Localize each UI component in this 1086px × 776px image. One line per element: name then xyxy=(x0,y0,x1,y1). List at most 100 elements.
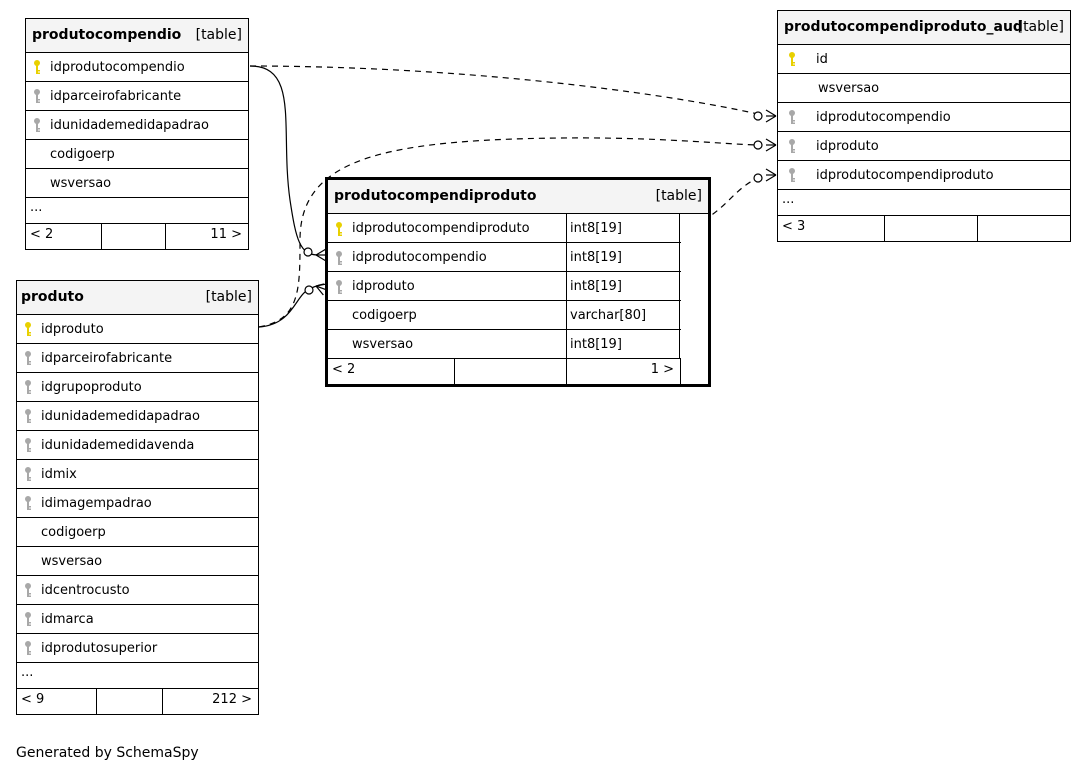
table-produtocompendio[interactable]: produtocompendio [table] idprodutocompen… xyxy=(25,18,249,250)
table-header[interactable]: produtocompendiproduto [table] xyxy=(328,180,708,214)
column-type: int8[19] xyxy=(566,243,680,272)
column-row-wsversao[interactable]: wsversao xyxy=(17,547,258,576)
children-count[interactable]: 11 > xyxy=(210,227,242,242)
parents-count[interactable]: < 9 xyxy=(21,692,45,707)
column-name: idunidademedidavenda xyxy=(41,437,195,453)
column-name: idprodutocompendio xyxy=(352,250,487,265)
link-aud-compendiproduto-crowfoot xyxy=(765,168,777,182)
primary-key-icon xyxy=(778,51,806,67)
primary-key-icon xyxy=(328,221,350,237)
column-row-idproduto[interactable]: idproduto xyxy=(778,132,1070,161)
column-row-idprodutocompendiproduto[interactable]: idprodutocompendiproduto xyxy=(778,161,1070,190)
table-header[interactable]: produtocompendiproduto_aud [table] xyxy=(778,11,1070,45)
column-list: id wsversao idprodutocompendio idproduto idp… xyxy=(778,45,1070,190)
link-aud-compendio-crowfoot xyxy=(765,109,777,123)
foreign-key-icon xyxy=(778,167,806,183)
column-name: idproduto xyxy=(352,279,415,294)
link-produto-optional-marker xyxy=(304,285,314,295)
table-name: produto xyxy=(21,289,84,305)
column-row-wsversao[interactable]: wsversao xyxy=(26,169,248,198)
table-header[interactable]: produto [table] xyxy=(17,281,258,315)
column-name: idprodutocompendio xyxy=(50,59,185,75)
link-aud-compendio-marker xyxy=(753,111,763,121)
column-row-idmarca[interactable]: idmarca xyxy=(17,605,258,634)
table-name: produtocompendio xyxy=(32,27,182,43)
column-row-wsversao[interactable]: wsversao xyxy=(778,74,1070,103)
table-header[interactable]: produtocompendio [table] xyxy=(26,19,248,53)
table-produto[interactable]: produto [table] idproduto idparceirofabri… xyxy=(16,280,259,715)
table-type: [table] xyxy=(195,27,242,43)
column-name: idproduto xyxy=(816,138,879,154)
more-columns: ... xyxy=(17,663,258,689)
foreign-key-icon xyxy=(17,379,39,395)
more-columns: ... xyxy=(26,198,248,224)
column-row-idimagempadrao[interactable]: idimagempadrao xyxy=(17,489,258,518)
column-row-codigoerp[interactable]: codigoerp varchar[80] xyxy=(328,301,708,330)
column-row-idparceirofabricante[interactable]: idparceirofabricante xyxy=(26,82,248,111)
column-row-idproduto[interactable]: idproduto xyxy=(17,315,258,344)
column-row-codigoerp[interactable]: codigoerp xyxy=(26,140,248,169)
generated-by-footer: Generated by SchemaSpy xyxy=(16,745,199,761)
column-row-idprodutosuperior[interactable]: idprodutosuperior xyxy=(17,634,258,663)
column-type: varchar[80] xyxy=(566,301,680,330)
parents-count[interactable]: < 2 xyxy=(332,362,356,377)
column-row-idprodutocompendio[interactable]: idprodutocompendio int8[19] xyxy=(328,243,708,272)
foreign-key-icon xyxy=(778,109,806,125)
parents-count[interactable]: < 3 xyxy=(782,219,806,234)
column-name: idunidademedidapadrao xyxy=(41,408,200,424)
column-row-codigoerp[interactable]: codigoerp xyxy=(17,518,258,547)
column-row-idproduto[interactable]: idproduto int8[19] xyxy=(328,272,708,301)
column-name: id xyxy=(816,51,828,67)
link-aud-produto-crowfoot xyxy=(765,138,777,152)
column-name: idprodutocompendio xyxy=(816,109,951,125)
link-compendio-to-compendiproduto xyxy=(249,65,319,256)
table-name: produtocompendiproduto_aud xyxy=(784,19,1023,35)
foreign-key-icon xyxy=(17,408,39,424)
column-row-idprodutocompendiproduto[interactable]: idprodutocompendiproduto int8[19] xyxy=(328,214,708,243)
column-row-idparceirofabricante[interactable]: idparceirofabricante xyxy=(17,344,258,373)
table-footer: < 9 212 > xyxy=(17,689,258,714)
column-row-idunidademedidapadrao[interactable]: idunidademedidapadrao xyxy=(17,402,258,431)
table-footer: < 2 1 > xyxy=(328,359,681,384)
column-name: wsversao xyxy=(352,337,414,352)
column-row-idprodutocompendio[interactable]: idprodutocompendio xyxy=(778,103,1070,132)
column-type: int8[19] xyxy=(566,272,680,301)
column-name: idmix xyxy=(41,466,77,482)
column-row-idmix[interactable]: idmix xyxy=(17,460,258,489)
column-row-id[interactable]: id xyxy=(778,45,1070,74)
foreign-key-icon xyxy=(17,640,39,656)
parents-count[interactable]: < 2 xyxy=(30,227,54,242)
table-type: [table] xyxy=(205,289,252,305)
table-produtocompendiproduto-aud[interactable]: produtocompendiproduto_aud [table] id wsv… xyxy=(777,10,1071,242)
column-row-idunidademedidapadrao[interactable]: idunidademedidapadrao xyxy=(26,111,248,140)
column-name: codigoerp xyxy=(352,308,417,323)
column-name: idparceirofabricante xyxy=(50,88,182,104)
column-name: wsversao xyxy=(818,80,880,96)
table-type: [table] xyxy=(655,188,702,204)
column-row-idunidademedidavenda[interactable]: idunidademedidavenda xyxy=(17,431,258,460)
foreign-key-icon xyxy=(26,117,48,133)
column-name: codigoerp xyxy=(50,146,115,162)
column-row-idprodutocompendio[interactable]: idprodutocompendio xyxy=(26,53,248,82)
column-name: codigoerp xyxy=(41,524,106,540)
column-row-idcentrocusto[interactable]: idcentrocusto xyxy=(17,576,258,605)
link-aud-produto-marker xyxy=(753,140,763,150)
column-name: idimagempadrao xyxy=(41,495,152,511)
column-row-idgrupoproduto[interactable]: idgrupoproduto xyxy=(17,373,258,402)
column-name: idprodutocompendiproduto xyxy=(816,167,994,183)
link-compendio-optional-marker xyxy=(303,247,313,257)
foreign-key-icon xyxy=(17,350,39,366)
children-count[interactable]: 1 > xyxy=(650,362,674,377)
column-name: idprodutocompendiproduto xyxy=(352,221,530,236)
foreign-key-icon xyxy=(17,611,39,627)
column-name: wsversao xyxy=(50,175,112,191)
link-produto-to-compendiproduto xyxy=(258,283,325,328)
table-produtocompendiproduto[interactable]: produtocompendiproduto [table] idproduto… xyxy=(325,177,711,387)
primary-key-icon xyxy=(17,321,39,337)
column-type: int8[19] xyxy=(566,214,680,243)
column-name: idparceirofabricante xyxy=(41,350,173,366)
children-count[interactable]: 212 > xyxy=(212,692,252,707)
table-footer: < 2 11 > xyxy=(26,224,248,249)
